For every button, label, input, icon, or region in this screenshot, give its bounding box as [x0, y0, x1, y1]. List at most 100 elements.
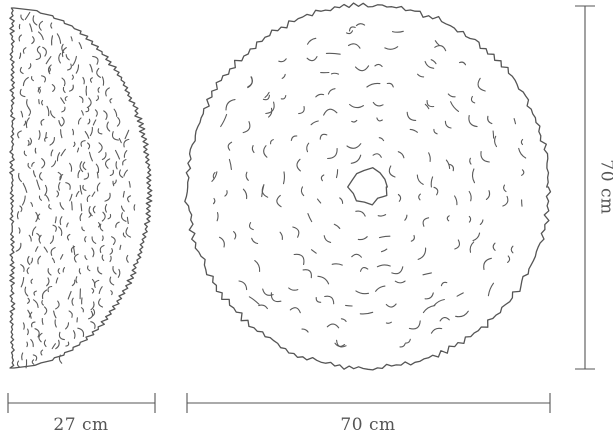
curl-mark [59, 216, 63, 226]
curl-mark [384, 46, 399, 50]
curl-mark [58, 331, 65, 341]
curl-mark [97, 266, 103, 275]
curl-mark [88, 151, 93, 162]
curl-mark [61, 106, 66, 113]
curl-mark [316, 198, 322, 204]
curl-mark [216, 212, 219, 222]
curl-mark [65, 322, 70, 330]
curl-mark [520, 138, 524, 146]
curl-mark [417, 247, 427, 260]
curl-mark [492, 130, 495, 139]
curl-mark [44, 184, 48, 196]
curl-mark [49, 136, 55, 146]
curl-mark [92, 119, 97, 126]
curl-mark [67, 290, 72, 300]
curl-mark [445, 159, 451, 170]
curl-mark [439, 317, 450, 322]
curl-mark [66, 222, 69, 228]
curl-mark [69, 162, 73, 172]
curl-mark [307, 213, 313, 223]
curl-mark [26, 341, 29, 348]
curl-mark [454, 195, 458, 206]
curl-mark [111, 131, 119, 141]
curl-mark [26, 267, 30, 275]
curl-mark [327, 148, 338, 160]
depth-dimension-label: 27 cm [53, 415, 108, 435]
curl-mark [117, 268, 121, 278]
curl-mark [23, 120, 27, 126]
curl-mark [89, 63, 93, 73]
curl-mark [290, 135, 298, 141]
curl-mark [418, 193, 421, 201]
curl-mark [46, 105, 50, 117]
curl-mark [107, 213, 112, 220]
curl-mark [359, 266, 369, 272]
curl-mark [265, 101, 275, 115]
curl-mark [386, 82, 394, 88]
curl-mark [84, 255, 88, 261]
curl-mark [424, 103, 430, 110]
curl-mark [298, 105, 305, 115]
curl-mark [38, 130, 41, 140]
curl-mark [41, 99, 44, 106]
curl-mark [507, 255, 511, 263]
curl-mark [86, 97, 92, 109]
curl-mark [487, 115, 493, 125]
curl-mark [331, 263, 343, 266]
curl-mark [433, 128, 438, 135]
curl-mark [65, 341, 70, 347]
curl-mark [55, 277, 59, 284]
curl-mark [72, 330, 76, 339]
curl-mark [23, 150, 27, 157]
curl-mark [422, 305, 436, 314]
curl-mark [447, 93, 456, 98]
curl-mark [292, 226, 300, 238]
curl-mark [65, 182, 71, 190]
curl-mark [483, 257, 492, 271]
curl-mark [58, 354, 63, 364]
curl-mark [112, 265, 117, 275]
curl-mark [251, 237, 259, 245]
curl-mark [433, 298, 445, 307]
curl-mark [71, 74, 74, 80]
curl-mark [37, 31, 44, 41]
curl-mark [97, 128, 103, 135]
curl-mark [83, 172, 90, 180]
curl-mark [38, 195, 43, 201]
curl-mark [101, 235, 104, 241]
curl-mark [59, 202, 65, 210]
curl-mark [422, 272, 432, 276]
curl-mark [406, 111, 417, 121]
curl-mark [71, 201, 73, 211]
curl-mark [289, 307, 301, 314]
curl-mark [113, 179, 117, 185]
curl-mark [123, 169, 128, 177]
curl-mark [72, 55, 77, 67]
curl-mark [25, 117, 30, 129]
curl-mark [115, 221, 120, 228]
curl-mark [417, 73, 425, 78]
curl-mark [469, 157, 472, 165]
curl-mark [127, 195, 132, 203]
curl-mark [82, 184, 87, 191]
curl-mark [52, 224, 57, 232]
curl-mark [51, 84, 56, 92]
curl-mark [376, 117, 383, 122]
curl-mark [391, 266, 404, 275]
curl-mark [339, 197, 344, 204]
curl-mark [32, 354, 38, 362]
curl-mark [378, 235, 391, 239]
curl-mark [101, 211, 106, 222]
curl-mark [227, 141, 233, 151]
curl-mark [335, 169, 339, 179]
curl-mark [248, 222, 254, 231]
curl-mark [354, 65, 370, 72]
curl-mark [513, 118, 517, 125]
curl-mark [122, 232, 126, 238]
curl-mark [468, 215, 472, 223]
curl-mark [46, 277, 50, 287]
curl-mark [47, 268, 52, 276]
curl-mark [87, 265, 91, 272]
curl-mark [319, 133, 328, 140]
curl-mark [111, 236, 116, 246]
